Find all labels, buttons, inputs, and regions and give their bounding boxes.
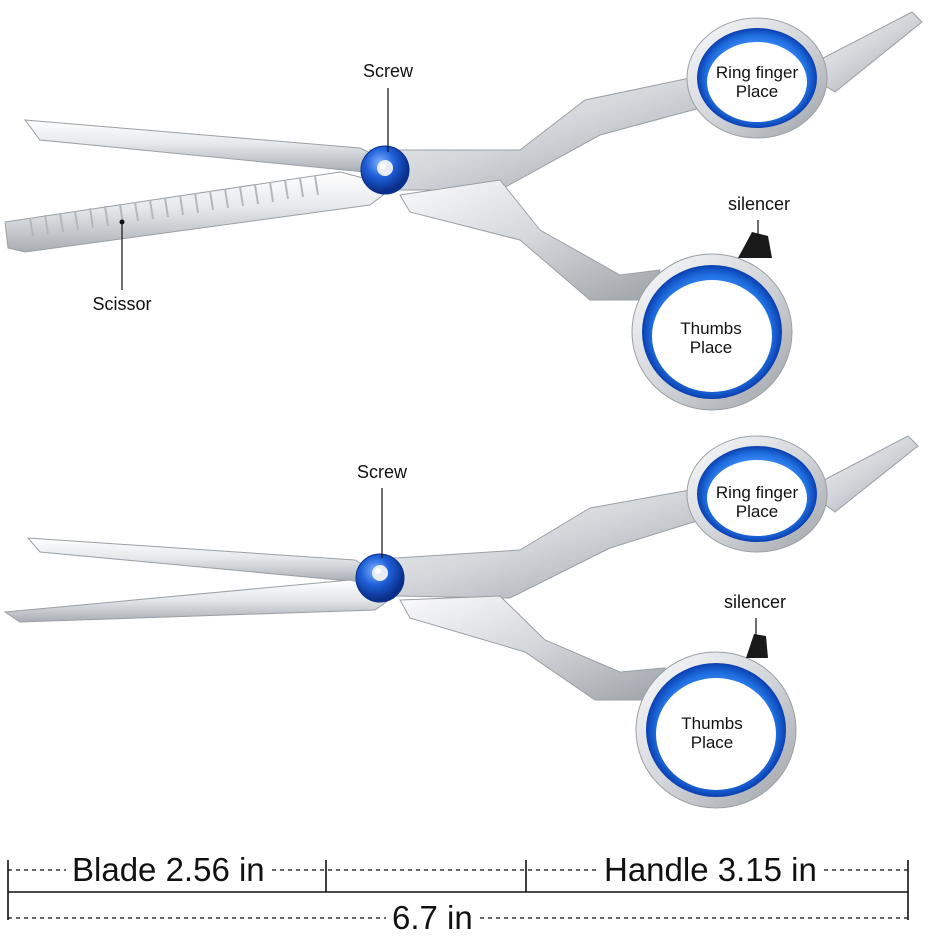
bottom-lower-blade — [3, 579, 402, 623]
bottom-upper-handle — [363, 489, 701, 599]
bottom-upper-blade — [26, 537, 376, 583]
bottom-thumb-loop — [635, 651, 797, 809]
top-toothed-blade — [4, 171, 397, 253]
top-thumbs-label-line2: Place — [689, 338, 733, 357]
bottom-screw-label: Screw — [356, 462, 408, 482]
bottom-lower-handle — [399, 595, 666, 701]
top-lower-handle — [399, 179, 661, 301]
bottom-screw — [355, 553, 405, 603]
top-thumb-loop — [631, 253, 793, 411]
top-ring-finger-label: Ring finger Place — [716, 63, 798, 101]
bottom-silencer — [746, 634, 768, 658]
bottom-ring-finger-loop — [686, 435, 828, 553]
top-thumbs-label: Thumbs Place — [680, 319, 741, 357]
top-ring-finger-loop — [686, 17, 828, 139]
top-screw-label: Screw — [362, 61, 414, 81]
bottom-silencer-label: silencer — [723, 592, 787, 612]
bottom-ring-finger-label-line2: Place — [735, 502, 779, 521]
blade-length-label: Blade 2.56 in — [66, 852, 271, 888]
top-ring-finger-label-line1: Ring finger — [715, 63, 799, 82]
top-blade-teeth — [29, 175, 319, 237]
top-scissor-label: Scissor — [92, 294, 152, 314]
bottom-thumbs-label-line1: Thumbs — [681, 714, 743, 733]
top-silencer — [738, 232, 772, 258]
top-silencer-label: silencer — [727, 194, 791, 214]
top-upper-handle — [369, 77, 701, 191]
bottom-thumbs-label-line2: Place — [690, 733, 734, 752]
bottom-ring-finger-label-line1: Ring finger — [715, 483, 799, 502]
top-screw — [360, 145, 410, 195]
top-thumbs-label-line1: Thumbs — [680, 319, 742, 338]
total-length-label: 6.7 in — [386, 900, 479, 936]
bottom-ring-finger-label: Ring finger Place — [716, 483, 798, 521]
top-scissors — [4, 11, 923, 411]
top-ring-finger-label-line2: Place — [735, 82, 779, 101]
top-upper-blade — [23, 119, 387, 173]
top-scissor-callout-dot — [119, 219, 125, 225]
bottom-scissors — [3, 435, 919, 809]
handle-length-label: Handle 3.15 in — [598, 852, 823, 888]
bottom-thumbs-label: Thumbs Place — [681, 714, 742, 752]
